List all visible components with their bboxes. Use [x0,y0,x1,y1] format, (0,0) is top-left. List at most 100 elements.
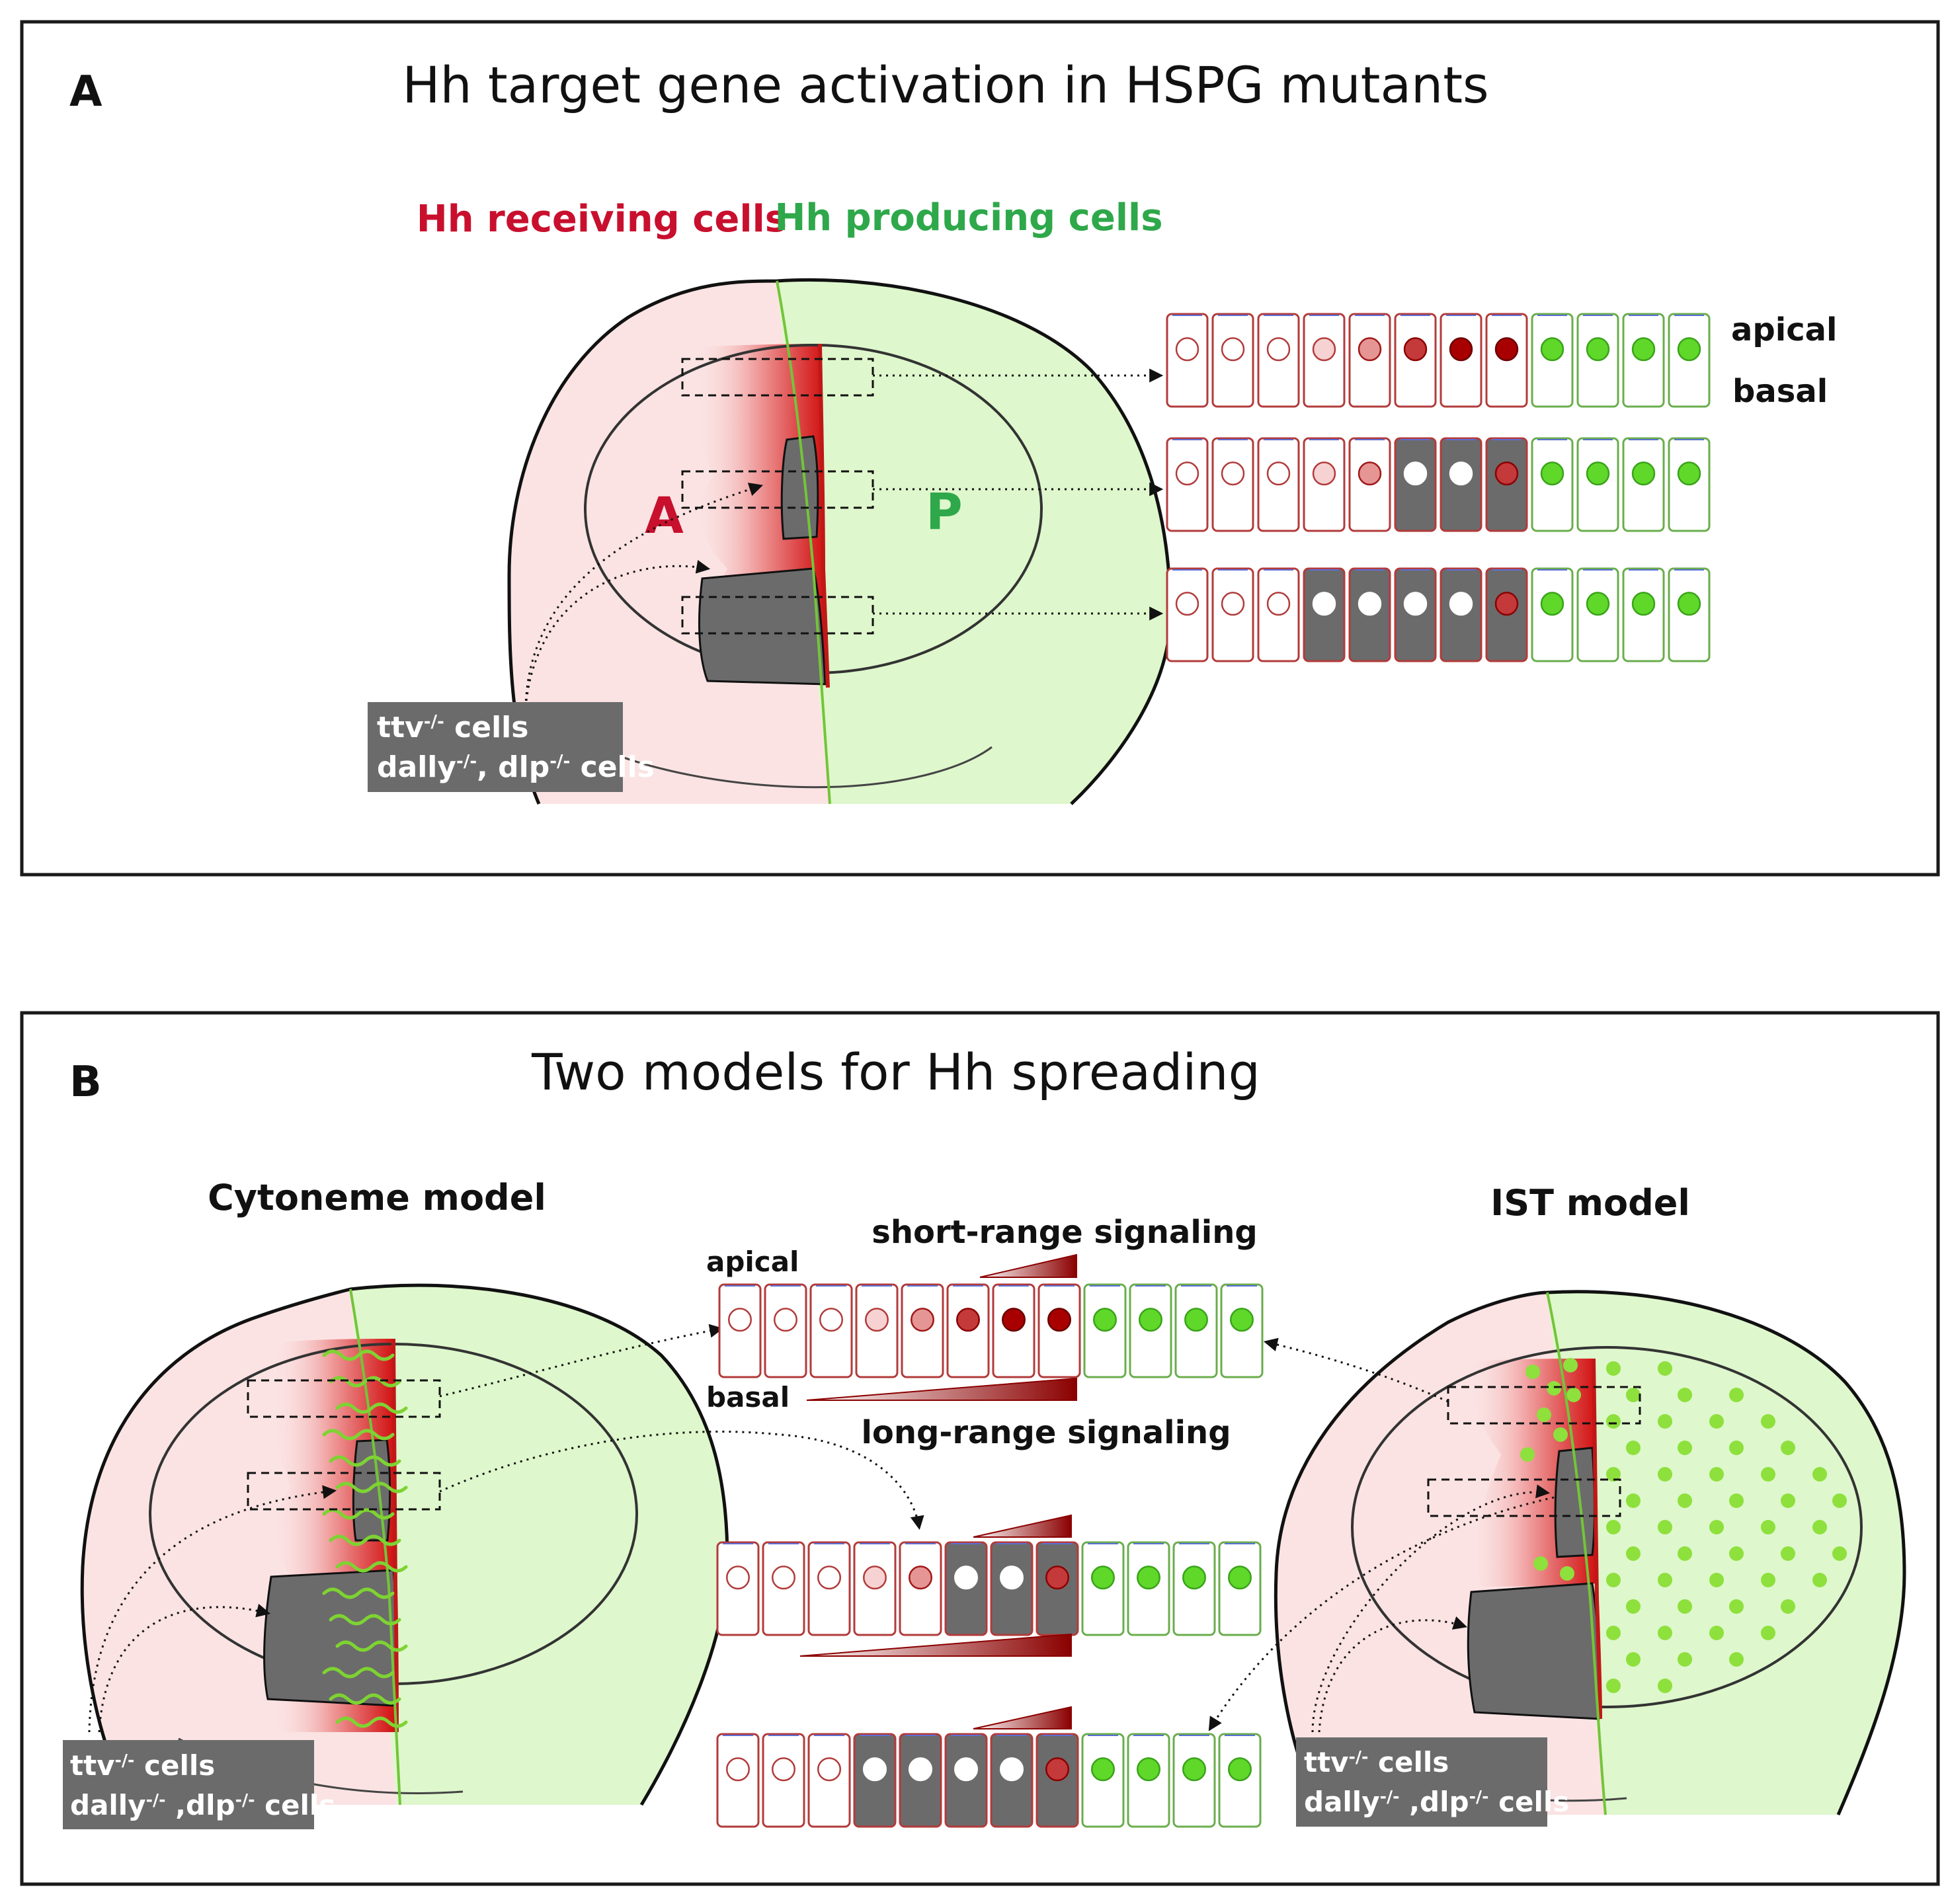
svg-text:dally-/- ,dlp-/- cells: dally-/- ,dlp-/- cells [70,1789,335,1821]
cell-nucleus [1494,592,1519,616]
short-range-label: short-range signaling [872,1214,1258,1251]
mutant-a-line1: ttv [377,711,424,744]
ist-hh-dot [1678,1441,1692,1455]
cell-nucleus [1403,592,1428,616]
ist-hh-dot [1678,1652,1692,1667]
ist-hh-dot [1658,1573,1672,1587]
ist-hh-dot [1709,1467,1724,1482]
cell-nucleus [1540,337,1564,362]
ist-hh-dot [1812,1573,1827,1587]
cell-nucleus [1221,592,1245,616]
svg-text:dally-/-, dlp-/- cells: dally-/-, dlp-/- cells [377,750,655,784]
cell-nucleus [817,1566,841,1590]
panel-b-cell-rows [716,1283,1264,1828]
ist-hh-dot [1781,1599,1795,1614]
ist-hh-dot [1812,1520,1827,1534]
panel-b-row-wild-type [718,1283,1264,1378]
ist-hh-dot [1606,1626,1621,1640]
cell-nucleus [1449,461,1473,486]
disc-a-box-bottom [681,596,874,635]
cell-nucleus [1000,1757,1024,1782]
ist-hh-dot [1520,1447,1535,1462]
cytoneme-filament [322,1667,395,1679]
mutant-label-b-left: ttv-/- cells dally-/- ,dlp-/- cells [63,1740,335,1829]
short-range-ramp-middle [973,1514,1072,1538]
panel-b-basal-label: basal [706,1381,790,1413]
cell-nucleus [817,1757,841,1782]
ist-hh-dots [1520,1358,1847,1693]
cell-nucleus [911,1308,934,1332]
panel-a-row-wild-type [1166,313,1711,408]
cell-nucleus [1184,1308,1208,1332]
cell-nucleus [1403,461,1428,486]
panel-a-frame [20,20,1940,877]
panel-a-row-small-clone [1166,437,1711,532]
cell-nucleus [1182,1757,1206,1782]
cell-nucleus [1266,337,1291,362]
ist-hh-dot [1547,1381,1561,1396]
panel-b-title: Two models for Hh spreading [531,1043,1260,1101]
cell-nucleus [728,1308,752,1332]
panel-a-row-large-clone [1166,567,1711,662]
ist-hh-dot [1606,1414,1621,1429]
cell-nucleus [1403,337,1428,362]
panel-a-basal-label: basal [1732,373,1828,410]
cell-nucleus [819,1308,843,1332]
cell-nucleus [909,1566,932,1590]
ist-hh-dot [1626,1599,1641,1614]
ist-hh-dot [1678,1546,1692,1561]
cell-nucleus [954,1757,978,1782]
cell-nucleus [1540,461,1564,486]
cell-nucleus [1045,1566,1069,1590]
ist-hh-dot [1761,1467,1775,1482]
disc-a-large-clone [698,567,827,686]
cell-nucleus [1175,337,1199,362]
ist-hh-dot [1729,1493,1744,1508]
ist-hh-dot [1606,1361,1621,1376]
panel-b-row-small-clone [716,1541,1262,1636]
ist-hh-dot [1658,1626,1672,1640]
panel-b-apical-label: apical [706,1246,799,1278]
cytoneme-filament [322,1508,395,1520]
ist-hh-dot [1761,1626,1775,1640]
cell-nucleus [1137,1757,1160,1782]
short-range-ramp-top [979,1253,1077,1278]
long-range-label: long-range signaling [861,1414,1231,1451]
cell-nucleus [774,1308,797,1332]
cell-nucleus [1175,592,1199,616]
cell-nucleus [1047,1308,1071,1332]
cytoneme-filament [322,1587,395,1599]
cell-nucleus [1182,1566,1206,1590]
disc-a-ap-border-red [818,343,830,688]
disc-a-posterior-fill [777,280,1170,805]
ist-hh-dot [1566,1388,1581,1402]
disc-a-box-top [681,358,874,397]
cell-nucleus [1312,592,1336,616]
cell-nucleus [1677,337,1701,362]
ist-hh-dot [1678,1493,1692,1508]
cell-nucleus [772,1566,795,1590]
cell-nucleus [865,1308,889,1332]
disc-a-small-clone [780,435,819,540]
disc-a-fold [568,733,993,789]
ist-hh-dot [1812,1467,1827,1482]
ist-hh-dot [1606,1467,1621,1482]
ist-hh-dot [1626,1388,1641,1402]
cell-nucleus [1139,1308,1162,1332]
cytoneme-filament [329,1455,401,1467]
ist-hh-dot [1709,1573,1724,1587]
ist-hh-dot [1553,1427,1568,1442]
cell-nucleus [726,1566,750,1590]
panel-a-title: Hh target gene activation in HSPG mutant… [402,56,1488,114]
ist-hh-dot [1560,1566,1574,1581]
cell-nucleus [909,1757,932,1782]
panel-a-apical-label: apical [1731,311,1838,348]
cell-nucleus [1221,461,1245,486]
ist-hh-dot [1729,1441,1744,1455]
ist-hh-dot [1761,1414,1775,1429]
ist-hh-dot [1658,1467,1672,1482]
ist-hh-dot [1626,1546,1641,1561]
cell-nucleus [1586,592,1610,616]
cytoneme-filament [329,1693,401,1705]
cytoneme-filament [322,1349,395,1361]
